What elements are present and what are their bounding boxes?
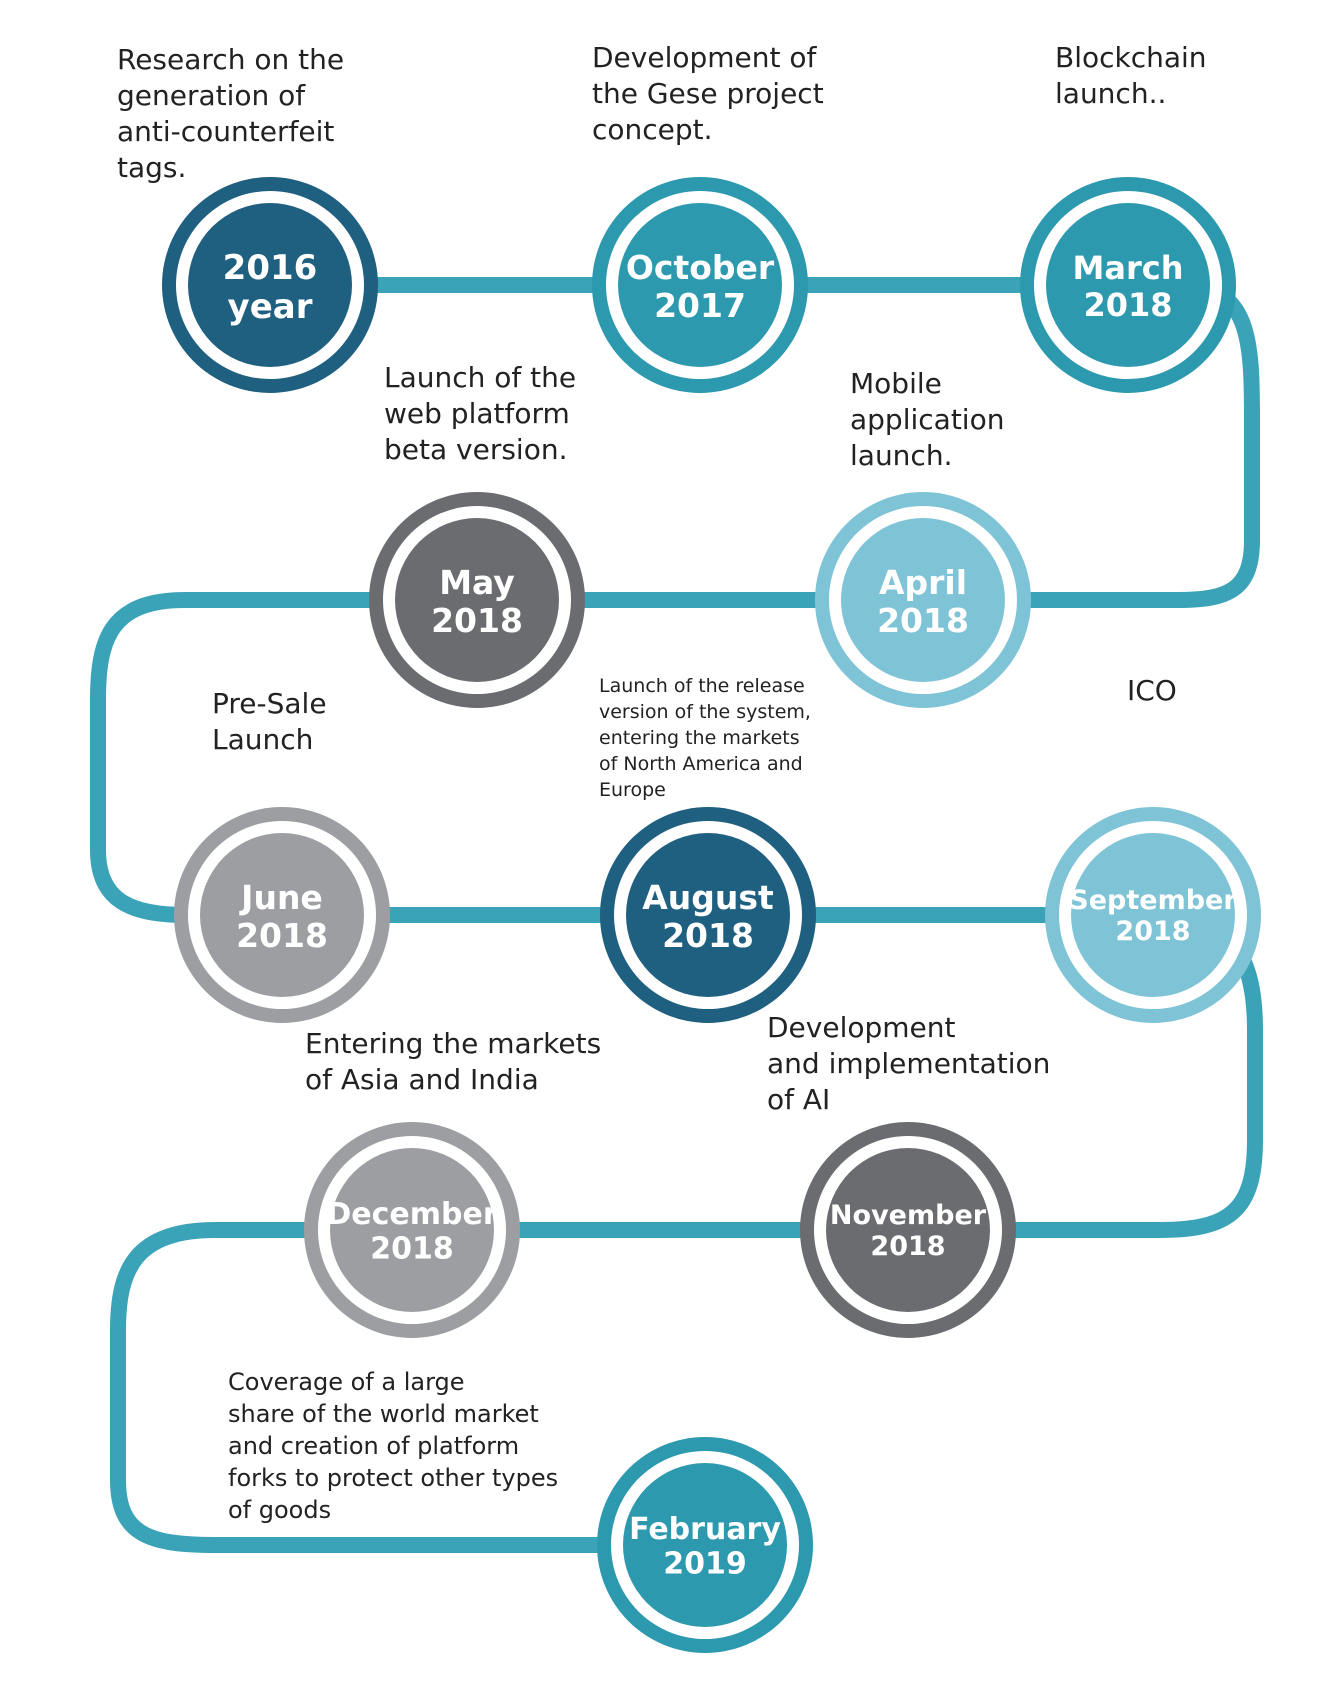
milestone-label-line1: March — [1073, 249, 1184, 287]
description-release: Launch of the release version of the sys… — [599, 675, 811, 801]
milestone-label-line2: 2018 — [236, 916, 328, 955]
milestone-inner-disc — [1046, 203, 1210, 367]
milestone-label-line2: 2017 — [654, 286, 746, 325]
milestone-inner-disc — [395, 518, 559, 682]
milestone-inner-disc — [188, 203, 352, 367]
milestone-label-line1: September — [1069, 885, 1237, 916]
milestone-inner-disc — [200, 833, 364, 997]
milestone-label-line2: 2019 — [663, 1547, 747, 1582]
milestone-inner-disc — [626, 833, 790, 997]
milestone-label-line1: May — [439, 563, 515, 602]
milestone-inner-disc — [1071, 833, 1235, 997]
milestone-label-line1: November — [830, 1200, 987, 1231]
timeline-milestones: 2016yearOctober2017March2018April2018May… — [162, 177, 1261, 1653]
milestone-label-line1: February — [629, 1512, 781, 1547]
description-development: Development of the Gese project concept. — [592, 41, 824, 146]
description-mobile: Mobile application launch. — [850, 367, 1005, 472]
milestone-inner-disc — [826, 1148, 990, 1312]
milestone-label-line1: December — [326, 1197, 497, 1232]
description-web-beta: Launch of the web platform beta version. — [384, 361, 577, 466]
description-asia: Entering the markets of Asia and India — [305, 1027, 602, 1096]
milestone-label-line1: October — [626, 248, 775, 287]
description-ico: ICO — [1127, 674, 1177, 707]
milestone-label-line1: August — [642, 878, 774, 917]
milestone-label-line1: 2016 — [223, 248, 318, 288]
milestone-label-line2: 2018 — [662, 916, 754, 955]
description-coverage: Coverage of a large share of the world m… — [228, 1368, 559, 1524]
milestone-label-line1: June — [239, 878, 323, 917]
milestone-label-line2: 2018 — [431, 601, 523, 640]
milestone-label-line2: 2018 — [877, 601, 969, 640]
description-blockchain: Blockchain launch.. — [1055, 41, 1207, 110]
milestone-label-line1: April — [879, 563, 967, 602]
milestone-label-line2: 2018 — [1083, 286, 1172, 324]
milestone-label-line2: year — [228, 287, 313, 327]
milestone-inner-disc — [618, 203, 782, 367]
milestone-label-line2: 2018 — [370, 1232, 454, 1267]
description-research: Research on the generation of anti-count… — [117, 43, 345, 184]
description-ai: Development and implementation of AI — [767, 1011, 1051, 1116]
description-presale: Pre-Sale Launch — [212, 687, 327, 756]
milestone-inner-disc — [623, 1463, 787, 1627]
milestone-inner-disc — [841, 518, 1005, 682]
milestone-inner-disc — [330, 1148, 494, 1312]
milestone-label-line2: 2018 — [870, 1231, 945, 1262]
milestone-label-line2: 2018 — [1115, 916, 1190, 947]
